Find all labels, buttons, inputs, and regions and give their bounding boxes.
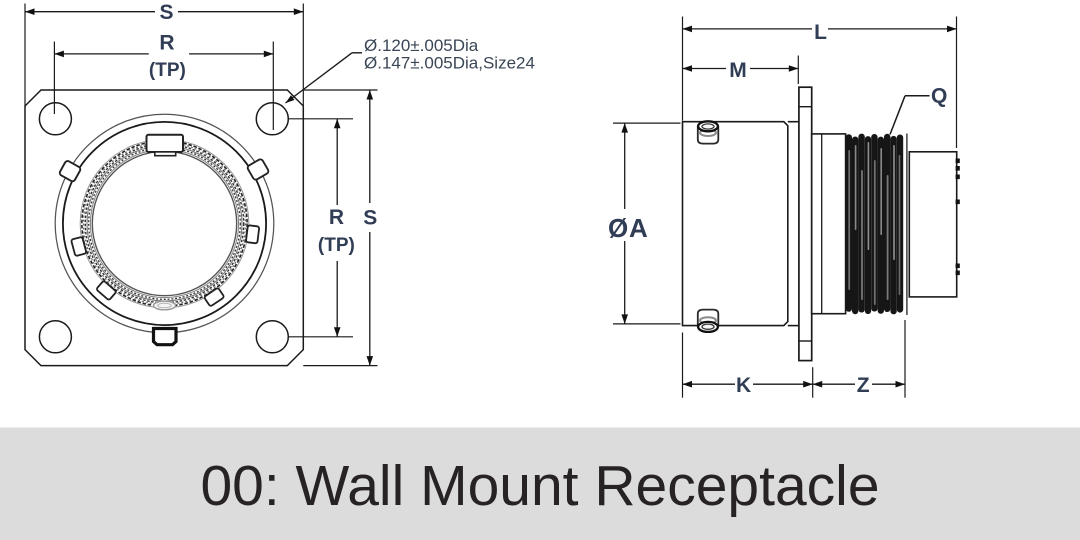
svg-text:Ø: Ø (608, 213, 628, 243)
svg-text:R: R (329, 206, 344, 229)
svg-text:(TP): (TP) (149, 60, 186, 81)
svg-text:Ø.147±.005Dia,Size24: Ø.147±.005Dia,Size24 (364, 54, 535, 73)
svg-text:K: K (736, 374, 751, 397)
svg-text:Ø.120±.005Dia: Ø.120±.005Dia (364, 36, 479, 55)
svg-text:R: R (159, 32, 174, 55)
svg-text:S: S (363, 207, 377, 230)
svg-text:L: L (814, 21, 827, 44)
svg-text:M: M (729, 59, 747, 82)
svg-text:Q: Q (931, 85, 947, 108)
svg-text:A: A (629, 213, 648, 243)
svg-text:(TP): (TP) (318, 235, 355, 256)
svg-text:S: S (159, 1, 173, 24)
svg-text:Z: Z (857, 374, 870, 397)
svg-text:00: Wall Mount Receptacle: 00: Wall Mount Receptacle (200, 454, 879, 518)
